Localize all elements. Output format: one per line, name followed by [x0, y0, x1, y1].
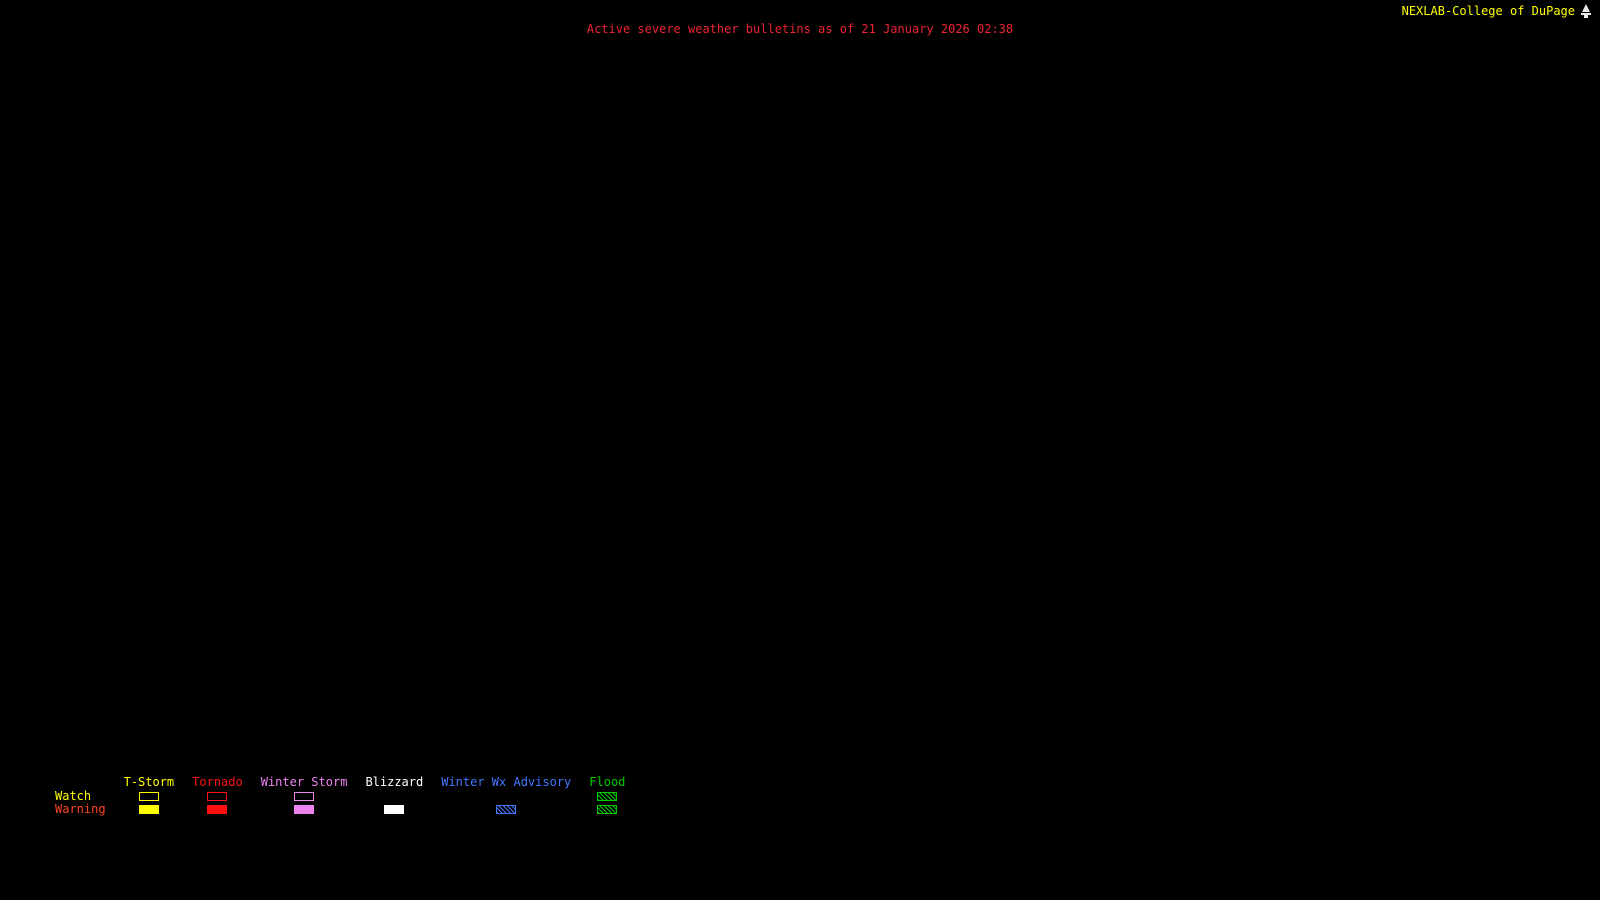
legend-column-winter-wx-advisory: Winter Wx Advisory: [441, 775, 571, 816]
legend-column-winter-storm: Winter Storm: [260, 775, 348, 816]
warning-swatch: [384, 805, 405, 814]
legend-spacer: [55, 775, 106, 790]
legend: Watch Warning T-Storm Tornado Winter Sto…: [55, 775, 625, 816]
bulletin-title: Active severe weather bulletins as of 21…: [586, 22, 1014, 36]
warning-swatch: [207, 805, 228, 814]
legend-column-label: Tornado: [192, 775, 243, 789]
brand-bar: NEXLAB-College of DuPage: [1402, 4, 1592, 18]
cod-wizard-logo-icon: [1580, 4, 1592, 18]
legend-column-blizzard: Blizzard: [365, 775, 423, 816]
legend-row-label-warning: Warning: [55, 802, 106, 816]
legend-column-label: T-Storm: [123, 775, 175, 789]
legend-row-labels: Watch Warning: [55, 775, 106, 816]
watch-swatch: [294, 792, 315, 801]
legend-column-flood: Flood: [589, 775, 625, 816]
legend-column-label: Flood: [589, 775, 626, 789]
warning-swatch: [496, 805, 517, 814]
watch-swatch: [597, 792, 618, 801]
legend-column-label: Winter Wx Advisory: [441, 775, 572, 789]
legend-column-tstorm: T-Storm: [123, 775, 175, 816]
warning-swatch: [294, 805, 315, 814]
watch-swatch: [207, 792, 228, 801]
legend-row-label-watch: Watch: [55, 789, 92, 803]
legend-column-label: Blizzard: [365, 775, 424, 789]
legend-column-tornado: Tornado: [192, 775, 243, 816]
brand-text: NEXLAB-College of DuPage: [1401, 4, 1575, 18]
watch-swatch: [138, 792, 159, 801]
warning-swatch: [138, 805, 159, 814]
warning-swatch: [597, 805, 618, 814]
legend-column-label: Winter Storm: [260, 775, 348, 789]
